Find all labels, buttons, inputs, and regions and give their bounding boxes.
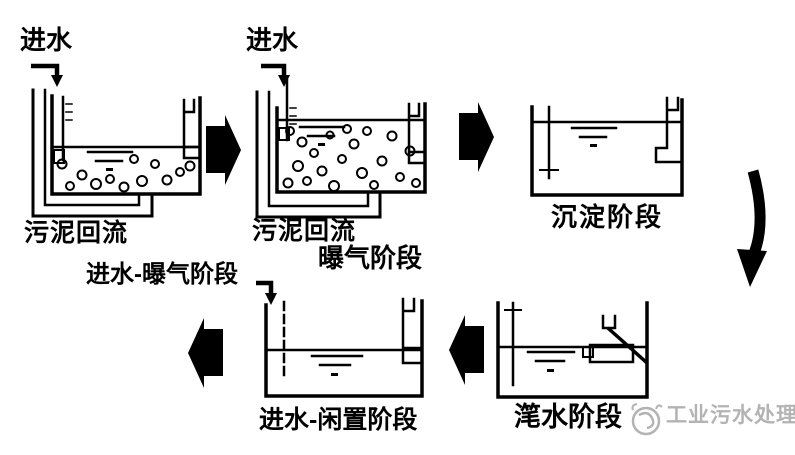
pipe-hatching — [65, 103, 73, 121]
sludge-return-pipe-inner — [43, 88, 141, 207]
pipe-hatching — [289, 107, 297, 125]
water-level-symbol-icon — [298, 125, 346, 146]
corner-down-arrow-icon — [31, 63, 63, 87]
water-level-symbol-icon — [310, 354, 364, 376]
water-level-symbol-icon — [86, 150, 134, 171]
settle-stage-label: 沉淀阶段 — [551, 202, 664, 232]
aeration-sludge-return-label: 污泥回流 — [252, 217, 357, 245]
aeration-bubbles — [282, 124, 421, 192]
tank-basin — [496, 301, 649, 399]
down-curved-arrow-icon — [737, 169, 767, 287]
aeration-inlet-label: 进水 — [246, 25, 299, 55]
inlet-port — [53, 149, 65, 164]
water-level-symbol-icon — [570, 126, 618, 147]
sludge-return-pipe — [31, 88, 154, 218]
watermark-text: 工业污水处理 — [666, 404, 795, 427]
left-block-arrow-icon — [449, 315, 484, 385]
fill-sludge-return-label: 污泥回流 — [24, 219, 129, 247]
fill-aeration-note-label: 进水-曝气阶段 — [86, 261, 238, 288]
tank-basin — [275, 102, 427, 194]
tank-fill-stage — [31, 88, 202, 218]
tank-decant-stage — [496, 301, 649, 399]
left-block-arrow-icon — [188, 318, 223, 388]
tank-basin — [530, 98, 684, 197]
water-level-symbol-icon — [526, 350, 576, 372]
sludge-return-pipe-inner — [267, 90, 370, 208]
aeration-stage-label: 曝气阶段 — [318, 243, 423, 273]
aeration-bubbles — [56, 154, 196, 193]
right-block-arrow-icon — [206, 115, 241, 185]
tank-settle-stage — [530, 96, 684, 197]
fill-idle-stage-label: 进水-闲置阶段 — [259, 406, 418, 434]
outlet-weir — [407, 102, 427, 165]
water-swirl-logo-icon — [631, 403, 663, 436]
tank-basin — [50, 94, 202, 196]
sludge-return-pipe — [255, 90, 382, 219]
right-block-arrow-icon — [459, 102, 494, 172]
decant-stage-label: 滗水阶段 — [514, 402, 622, 432]
fill-inlet-label: 进水 — [20, 25, 73, 55]
tank-aeration-stage — [255, 78, 427, 219]
outlet-weir — [401, 297, 424, 365]
corner-down-arrow-icon — [256, 280, 277, 305]
outlet-weir — [654, 96, 684, 164]
corner-down-arrow-icon — [261, 63, 290, 87]
decanter — [582, 314, 649, 365]
tank-basin — [264, 299, 424, 398]
outlet-weir — [182, 98, 202, 160]
tank-fill-idle-stage — [264, 297, 424, 398]
